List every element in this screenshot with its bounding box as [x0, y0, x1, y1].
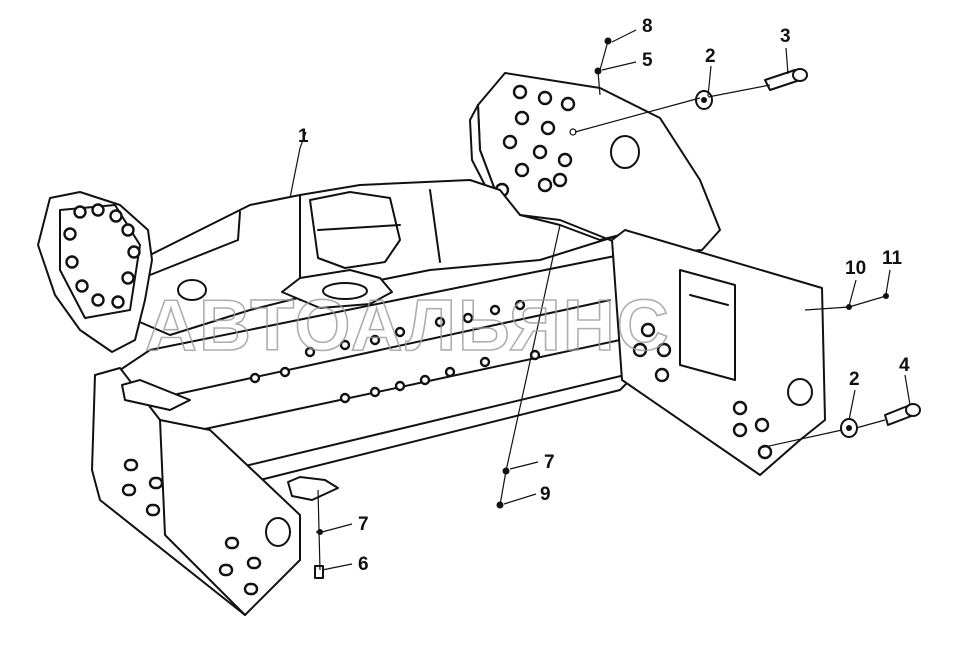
callout-10: 10 — [845, 258, 866, 279]
callout-7-right: 7 — [544, 452, 555, 473]
right-side-mount-plate — [611, 229, 826, 476]
callout-2-top: 2 — [705, 46, 716, 67]
callout-8: 8 — [642, 16, 653, 37]
left-lower-mount-plate — [91, 367, 301, 616]
watermark: АВТОАЛЬЯНС — [145, 286, 671, 366]
callout-labels: 1 2 2 3 4 5 6 7 7 8 9 10 11 — [298, 16, 910, 575]
callout-3: 3 — [780, 26, 791, 47]
callout-6: 6 — [358, 554, 369, 575]
callout-2-bottom: 2 — [849, 369, 860, 390]
callout-4: 4 — [899, 355, 910, 376]
central-hub — [281, 191, 401, 309]
leader-lines — [289, 29, 911, 571]
callout-1: 1 — [298, 126, 309, 147]
right-upper-bracket-plate — [469, 72, 721, 256]
callout-5: 5 — [642, 50, 653, 71]
callout-7-left: 7 — [358, 514, 369, 535]
callout-9: 9 — [540, 484, 551, 505]
left-upper-bracket — [37, 191, 153, 353]
callout-11: 11 — [882, 248, 903, 269]
